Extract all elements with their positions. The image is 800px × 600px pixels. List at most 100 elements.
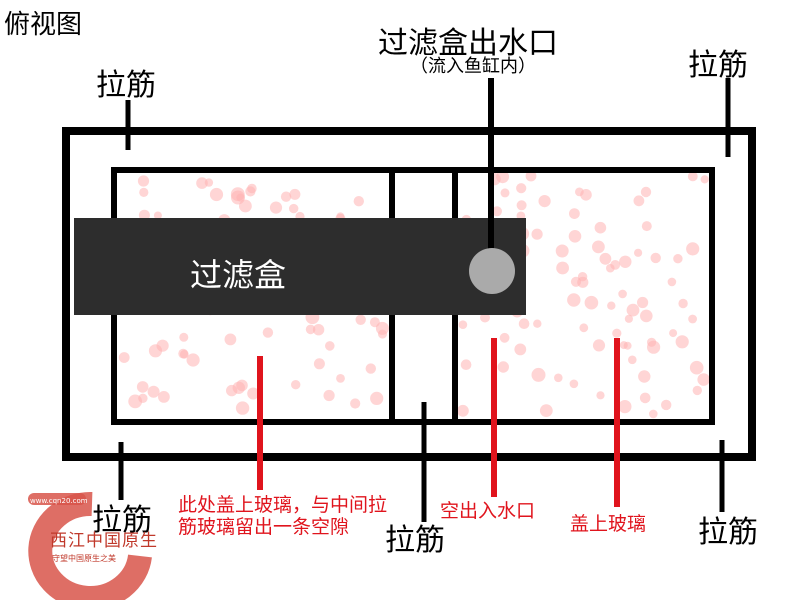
texture-dot <box>575 187 584 197</box>
texture-dot <box>607 301 616 310</box>
texture-dot <box>370 391 384 405</box>
texture-dot <box>239 199 252 213</box>
texture-dot <box>556 261 569 275</box>
port-note: 空出入水口 <box>440 500 536 522</box>
texture-dot <box>687 171 698 182</box>
texture-dot <box>458 320 468 330</box>
texture-dot <box>147 385 160 398</box>
texture-dot <box>305 324 316 335</box>
rib-label-bottom-left: 拉筋 <box>92 503 152 538</box>
texture-dot <box>661 399 672 411</box>
texture-dot <box>697 373 710 386</box>
rib-label-top-left: 拉筋 <box>96 68 156 103</box>
texture-dot <box>365 363 376 374</box>
texture-dot <box>525 170 537 182</box>
texture-dot <box>673 254 683 264</box>
texture-dot <box>289 203 299 214</box>
texture-dot <box>638 370 651 383</box>
watermark-slogan: 守望中国原生之美 <box>52 554 116 563</box>
texture-dot <box>569 208 580 220</box>
texture-dot <box>235 401 250 415</box>
texture-dot <box>619 255 632 268</box>
texture-dot <box>196 177 208 189</box>
texture-dot <box>592 339 606 352</box>
texture-dot <box>497 361 509 373</box>
texture-dot <box>688 314 697 324</box>
texture-dot <box>619 341 628 350</box>
texture-dot <box>291 380 301 390</box>
texture-dot <box>649 409 658 419</box>
texture-dot <box>516 200 527 211</box>
texture-dot <box>280 191 292 202</box>
texture-dot <box>650 252 661 264</box>
tank-outer-frame <box>62 127 756 461</box>
texture-dot <box>675 335 689 349</box>
outlet-title: 过滤盒出水口 <box>378 26 558 61</box>
texture-dot <box>369 317 380 328</box>
texture-dot <box>579 323 589 333</box>
texture-dot <box>226 384 238 397</box>
texture-dot <box>567 293 581 307</box>
watermark-url: www.cqn20.com <box>30 497 88 505</box>
texture-dot <box>355 314 366 325</box>
texture-dot <box>610 260 621 270</box>
texture-dot <box>138 209 150 221</box>
texture-dot <box>700 175 709 184</box>
texture-dot <box>186 353 200 367</box>
texture-dot <box>500 188 510 198</box>
annotation-pointers <box>257 338 620 507</box>
texture-dot <box>686 242 700 256</box>
texture-dot <box>569 379 579 389</box>
texture-dot <box>618 289 627 299</box>
texture-dot <box>568 230 582 243</box>
texture-dot <box>594 221 607 234</box>
texture-dot <box>599 252 612 265</box>
texture-dot <box>460 359 472 371</box>
texture-dot <box>584 295 599 310</box>
texture-dot <box>139 187 149 197</box>
texture-dot <box>570 276 582 287</box>
texture-dot <box>312 324 325 336</box>
texture-dot <box>289 188 301 200</box>
rib-label-bottom-right: 拉筋 <box>698 515 758 550</box>
texture-dot <box>592 240 605 254</box>
texture-dot <box>336 374 345 383</box>
texture-dot <box>596 391 605 400</box>
texture-dot <box>262 327 274 338</box>
watermark-logo <box>28 491 152 600</box>
texture-dot <box>640 309 653 323</box>
texture-dot <box>626 303 640 317</box>
texture-dot <box>531 228 543 240</box>
texture-dot <box>323 389 335 402</box>
texture-dot <box>245 186 256 197</box>
texture-dot <box>224 333 237 346</box>
rib-markers <box>118 78 731 522</box>
texture-dot <box>634 248 643 257</box>
texture-dot <box>647 340 661 354</box>
texture-dot <box>624 314 634 323</box>
texture-dot <box>247 387 260 400</box>
texture-dot <box>313 358 325 370</box>
texture-dot <box>639 392 651 404</box>
texture-dot <box>516 183 527 194</box>
texture-dot <box>518 318 530 330</box>
rib-label-bottom-middle: 拉筋 <box>385 523 445 558</box>
texture-dot <box>138 393 148 403</box>
texture-dot <box>514 343 527 356</box>
texture-dot <box>618 400 632 414</box>
texture-dot <box>612 328 622 338</box>
texture-dot <box>692 385 702 396</box>
view-title: 俯视图 <box>4 10 83 40</box>
texture-dot <box>204 178 214 187</box>
texture-dot <box>118 352 130 363</box>
texture-dot <box>179 332 189 342</box>
texture-dot <box>538 195 551 208</box>
texture-dot <box>136 381 149 393</box>
outlet-dot <box>469 248 515 294</box>
texture-dot <box>178 348 189 359</box>
rib-label-top-right: 拉筋 <box>688 48 748 83</box>
gap-note: 此处盖上玻璃，与中间拉筋玻璃留出一条空隙 <box>178 494 388 538</box>
texture-dot <box>158 391 170 403</box>
texture-dot <box>678 298 688 309</box>
texture-dot <box>230 187 245 202</box>
